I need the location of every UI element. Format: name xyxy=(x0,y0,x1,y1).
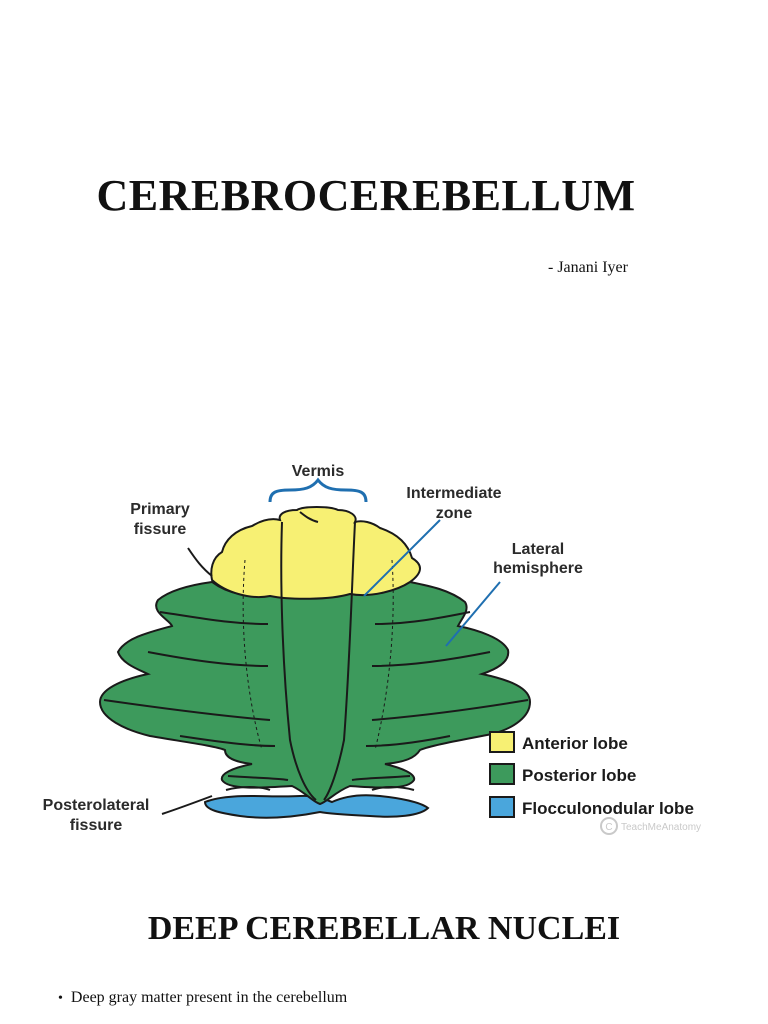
bullet-text: Deep gray matter present in the cerebell… xyxy=(70,989,348,1006)
svg-text:C: C xyxy=(605,822,612,833)
bullet-item: • Deep gray matter present in the cerebe… xyxy=(58,989,347,1007)
watermark: C TeachMeAnatomy xyxy=(600,817,701,835)
posterior-lobe xyxy=(98,580,532,806)
watermark-text: TeachMeAnatomy xyxy=(621,822,701,833)
section-title: DEEP CEREBELLAR NUCLEI xyxy=(147,910,621,947)
anterior-lobe xyxy=(210,506,421,600)
vermis-boundaries xyxy=(280,511,356,801)
cerebellum-svg: Vermis Primary fissure Intermediate zone… xyxy=(43,463,701,835)
intermediate-zone-label-line2: zone xyxy=(436,505,473,522)
legend-label-posterior: Posterior lobe xyxy=(522,766,636,785)
author-line: - Janani Iyer xyxy=(548,259,628,276)
page-title: CEREBROCEREBELLUM xyxy=(96,171,636,220)
copyright-icon xyxy=(600,817,618,835)
lateral-hemisphere-label-line1: Lateral xyxy=(512,541,564,558)
posterolateral-fissure-label-line2: fissure xyxy=(70,817,123,834)
legend-swatch-anterior xyxy=(489,731,515,753)
intermediate-zone-lines xyxy=(242,559,394,751)
legend: Anterior lobe Posterior lobe Flocculonod… xyxy=(489,731,694,818)
legend-label-anterior: Anterior lobe xyxy=(522,734,628,753)
lateral-hemisphere-label-line2: hemisphere xyxy=(493,560,583,577)
vermis-brace xyxy=(268,477,368,503)
legend-swatch-posterior xyxy=(489,763,515,785)
intermediate-zone-label-line1: Intermediate xyxy=(406,485,501,502)
flocculonodular-lobe xyxy=(203,794,430,819)
legend-label-flocculonodular: Flocculonodular lobe xyxy=(522,799,694,818)
legend-swatch-flocculonodular xyxy=(489,796,515,818)
folia-lines xyxy=(103,611,529,791)
primary-fissure-label-line1: Primary xyxy=(130,501,190,518)
pointer-lines xyxy=(161,519,501,815)
bullet-icon: • xyxy=(58,991,63,1006)
cerebellum-diagram: Vermis Primary fissure Intermediate zone… xyxy=(0,440,768,860)
primary-fissure-label-line2: fissure xyxy=(134,521,187,538)
vermis-label: Vermis xyxy=(292,463,345,480)
posterolateral-fissure-label-line1: Posterolateral xyxy=(43,797,150,814)
